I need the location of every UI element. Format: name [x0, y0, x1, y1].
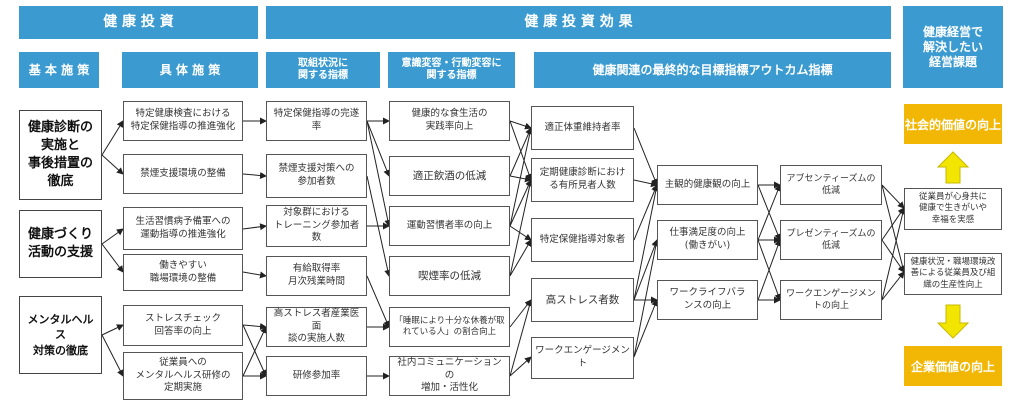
- subheader-gutai-shisaku: 具 体 施 策: [122, 52, 258, 88]
- kihon-kenshin: 健康診断の 実施と 事後措置の 徹底: [19, 110, 102, 200]
- arrow-down-icon: [936, 304, 970, 339]
- gutai-kinen: 禁煙支援環境の整備: [123, 154, 243, 194]
- ishiki-communication: 社内コミュニケーションの 増加・活性化: [389, 356, 510, 396]
- ishiki-inshu: 適正飲酒の低減: [389, 156, 510, 196]
- gutai-mental-kenshu: 従業員への メンタルヘルス研修の 定期実施: [123, 352, 243, 400]
- col8-seisansei: 健康状況・職場環境改 善による従業員及び組 織の生産性向上: [904, 253, 1002, 295]
- kihon-mental: メンタルヘルス 対策の徹底: [19, 296, 102, 374]
- ishiki-suimin: 「睡眠により十分な休養が取 れている人」の割合向上: [389, 307, 510, 347]
- torikumi-kenshu-sanka: 研修参加率: [266, 356, 367, 396]
- outcome-social-value: 社会的価値の向上: [904, 104, 1002, 144]
- ishiki-shokuseikatsu: 健康的な食生活の 実践率向上: [389, 101, 510, 141]
- col7-work-engagement: ワークエンゲージメン トの向上: [780, 280, 882, 320]
- torikumi-training: 対象群における トレーニング参加者数: [266, 205, 367, 247]
- saishu-kostress: 高ストレス者数: [531, 278, 634, 322]
- gutai-hatarakiyasui: 働きやすい 職場環境の整備: [123, 254, 243, 291]
- subheader-kihon-shisaku: 基 本 施 策: [19, 52, 99, 88]
- torikumi-kinen-sankasha: 禁煙支援対策への 参加者数: [266, 154, 367, 198]
- col7-absenteeism: アブセンティーズムの 低減: [780, 165, 882, 205]
- torikumi-yukyu: 有給取得率 月次残業時間: [266, 256, 367, 296]
- header-keiei-kadai: 健康経営で 解決したい 経営課題: [903, 6, 1003, 88]
- torikumi-kansuiritsu: 特定保健指導の完遂率: [266, 101, 367, 141]
- subheader-torikumi-shihyo: 取組状況に 関する指標: [266, 52, 380, 88]
- header-kenko-toshi-koka: 健 康 投 資 効 果: [266, 6, 891, 39]
- outcome-corporate-value: 企業価値の向上: [904, 346, 1002, 386]
- col7-presenteeism: プレゼンティーズムの 低減: [780, 220, 882, 260]
- col6-work-life-balance: ワークライフバラ ンスの向上: [657, 280, 758, 320]
- subheader-saishu-shihyo: 健康関連の最終的な目標指標アウトカム指標: [534, 52, 891, 88]
- col6-shukanteki-kenkokan: 主観的健康観の向上: [657, 165, 758, 205]
- saishu-work-engagement: ワークエンゲージメント: [531, 337, 634, 379]
- arrow-up-icon: [936, 151, 970, 184]
- ishiki-kitsuen: 喫煙率の低減: [389, 256, 510, 296]
- ishiki-undo: 運動習慣者率の向上: [389, 206, 510, 246]
- saishu-tokutei-taishosha: 特定保健指導対象者: [531, 218, 634, 262]
- saishu-yushoken: 定期健康診断におけ る有所見者人数: [531, 158, 634, 202]
- gutai-tokutei-hoken: 特定健康検査における 特定保健指導の推進強化: [123, 101, 243, 141]
- col6-shigoto-manzokudo: 仕事満足度の向上 (働きがい): [657, 220, 758, 260]
- subheader-ishiki-shihyo: 意識変容・行動変容に 関する指標: [388, 52, 515, 88]
- kihon-kenkozukuri: 健康づくり 活動の支援: [19, 210, 102, 278]
- gutai-seikatsu: 生活習慣病予備軍への 運動指導の推進強化: [123, 207, 243, 250]
- torikumi-menjdan: 高ストレス者産業医面 談の実施人数: [266, 307, 367, 347]
- gutai-stresscheck: ストレスチェック 回答率の向上: [123, 305, 243, 346]
- header-kenko-toshi: 健 康 投 資: [19, 6, 258, 39]
- col8-jugyoin-kenko: 従業員が心身共に 健康で生きがいや 幸福を実感: [904, 188, 1002, 230]
- saishu-tekisei-taiju: 適正体重維持者率: [531, 106, 634, 150]
